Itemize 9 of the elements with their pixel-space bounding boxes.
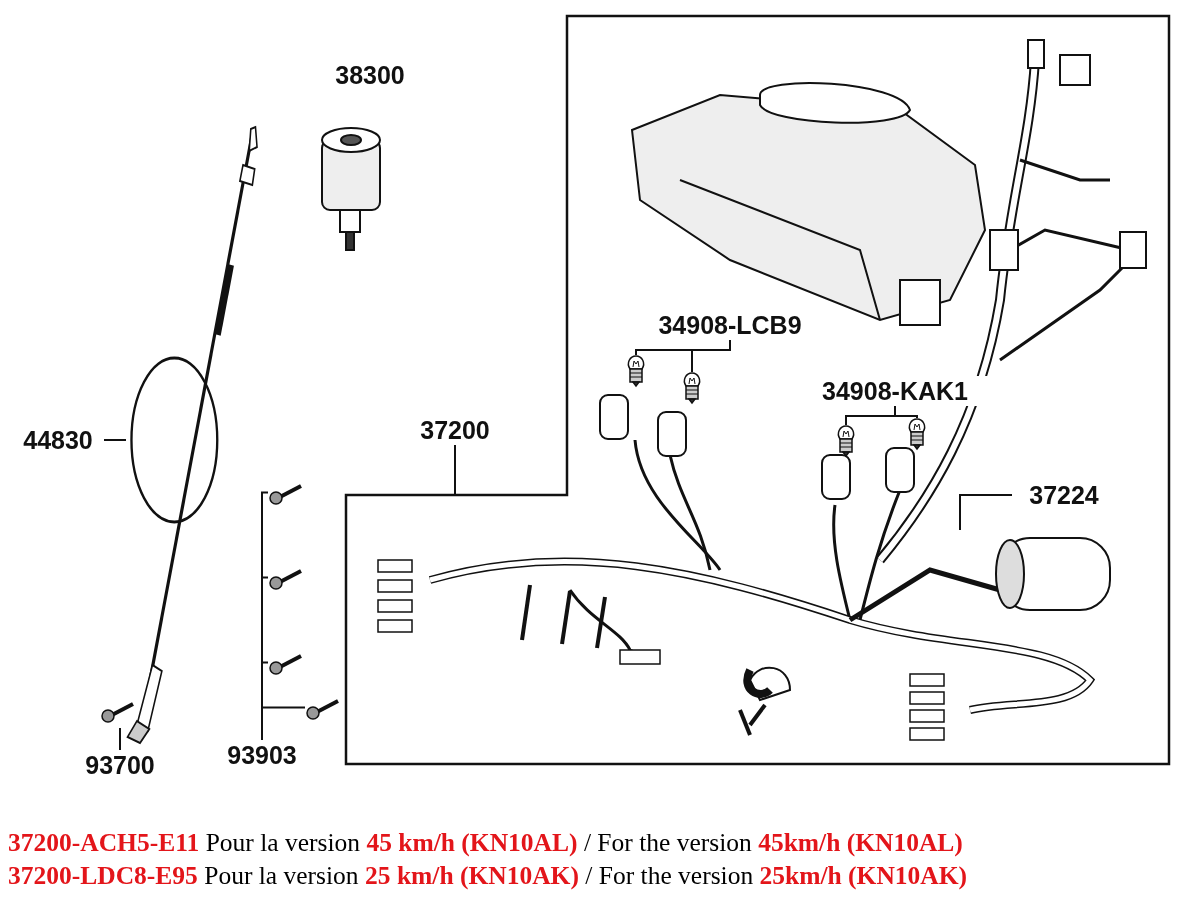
leader-line (261, 706, 306, 741)
leader-line (894, 405, 918, 419)
leader-line (119, 727, 121, 751)
leader-line (454, 444, 456, 496)
version-note: 37200-LDC8-E95 Pour la version 25 km/h (KN10AK) / For the version 25km/h (KN10AK) (8, 860, 969, 892)
leader-line (959, 494, 1013, 531)
leader-line (691, 339, 731, 373)
version-note: 37200-ACH5-E11 Pour la version 45 km/h (KN10AL) / For the version 45km/h (KN10AL) (8, 827, 964, 859)
leader-line (103, 439, 127, 441)
